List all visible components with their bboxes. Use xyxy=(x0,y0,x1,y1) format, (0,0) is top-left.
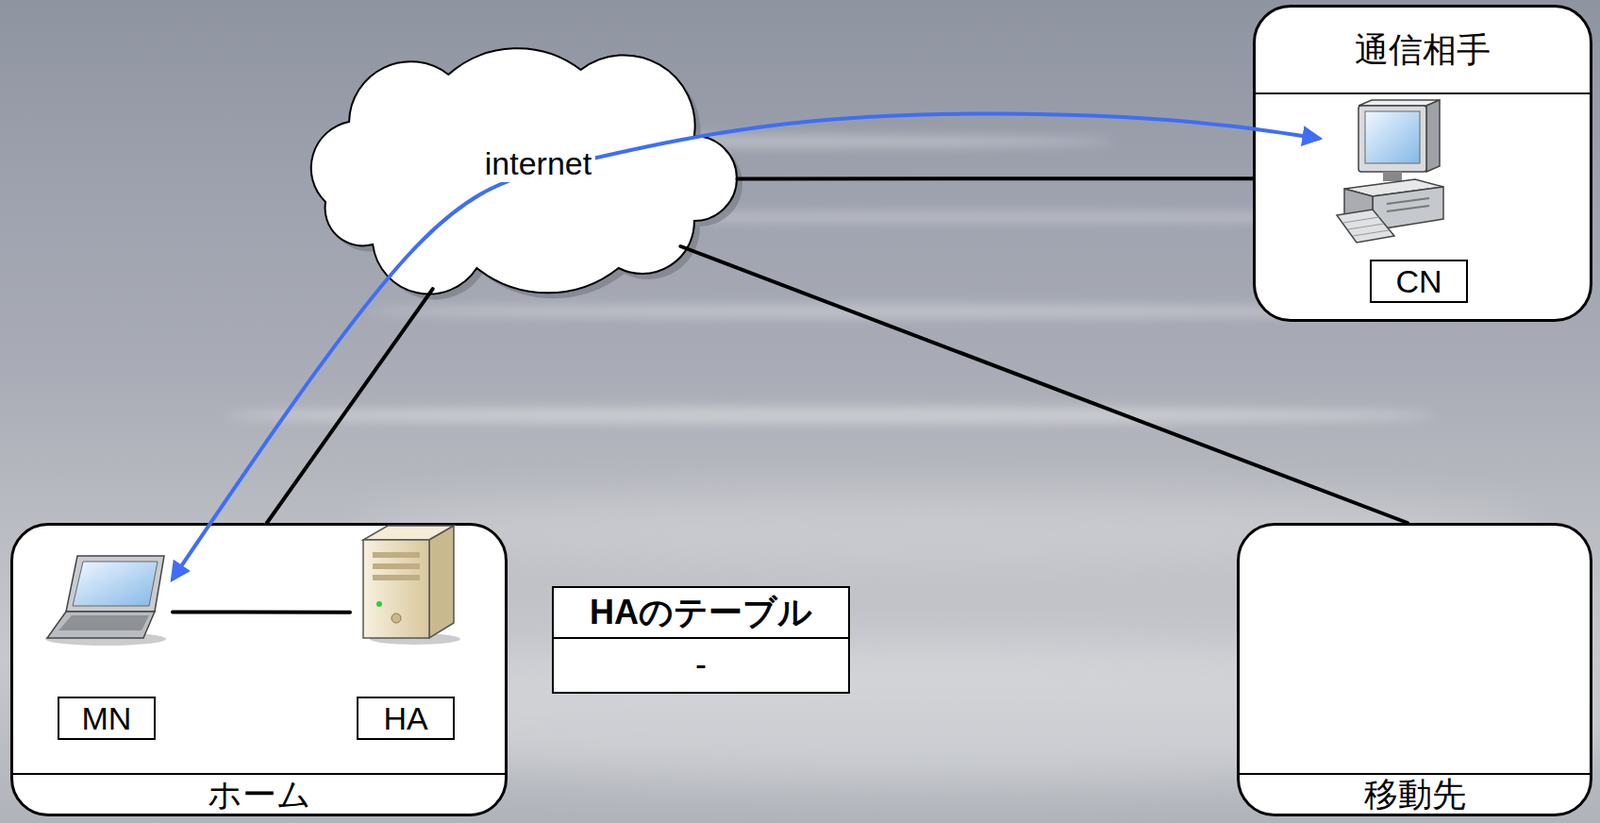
host-node: CN xyxy=(1318,97,1519,315)
site-box: MN HA ホーム xyxy=(10,522,508,817)
host-node: MN xyxy=(40,554,173,739)
site-box: 移動先 xyxy=(1236,522,1593,817)
host-label: HA xyxy=(356,696,455,740)
host-node: HA xyxy=(350,531,462,739)
network-label: internet xyxy=(481,145,596,183)
laptop-icon xyxy=(45,555,167,646)
binding-table: HAのテーブル- xyxy=(551,585,850,694)
network-link xyxy=(680,246,1407,523)
server-icon xyxy=(363,525,461,645)
site-heading: ホーム xyxy=(13,772,505,814)
communication-arrow xyxy=(172,113,1319,579)
table-cell: - xyxy=(553,638,849,690)
site-box: CN 通信相手 xyxy=(1252,4,1593,322)
site-heading: 通信相手 xyxy=(1255,7,1590,95)
desktop-computer-icon xyxy=(1336,100,1444,243)
cloud-fill xyxy=(311,48,737,294)
site-heading: 移動先 xyxy=(1239,772,1590,814)
light-streak xyxy=(226,406,1434,424)
lan-link xyxy=(172,609,350,614)
network-link xyxy=(736,176,1253,181)
host-label: CN xyxy=(1369,259,1468,303)
network-link xyxy=(266,288,434,523)
cloud-shape: internet xyxy=(306,46,742,297)
host-label: MN xyxy=(57,696,156,740)
table-header: HAのテーブル xyxy=(553,587,849,639)
